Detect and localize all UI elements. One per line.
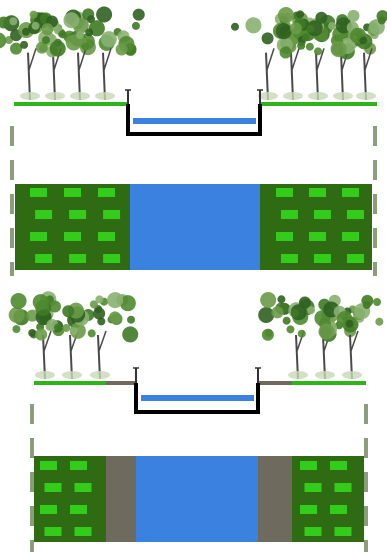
section-view-2 xyxy=(8,291,384,414)
vegetation-patch xyxy=(330,461,347,470)
vegetation-patch xyxy=(304,483,322,492)
vegetation-patch xyxy=(35,210,53,219)
bank-strip-left xyxy=(106,456,136,542)
vegetation-patch xyxy=(98,188,115,197)
vegetation-patch xyxy=(44,527,62,536)
vegetation-patch xyxy=(313,210,331,219)
vegetation-strip-right xyxy=(292,456,364,542)
vegetation-patch xyxy=(334,483,352,492)
vegetation-patch xyxy=(342,232,359,241)
tree-icon xyxy=(63,6,145,101)
vegetation-patch xyxy=(44,483,62,492)
vegetation-patch xyxy=(334,527,352,536)
vegetation-patch xyxy=(309,232,326,241)
vegetation-patch xyxy=(330,505,347,514)
vegetation-patches-right xyxy=(300,461,352,536)
bank-strip-right xyxy=(258,456,292,542)
vegetation-patch xyxy=(313,254,331,263)
vegetation-patch xyxy=(69,210,87,219)
channel-section xyxy=(126,104,262,136)
vegetation-patch xyxy=(300,505,317,514)
section-view-1 xyxy=(0,6,387,136)
river-plan xyxy=(130,184,260,270)
panel-with-buffer xyxy=(0,276,387,552)
vegetation-patch xyxy=(69,254,87,263)
vegetation-patch xyxy=(346,210,364,219)
vegetation-patch xyxy=(74,527,92,536)
vegetation-patches-left xyxy=(30,188,121,263)
vegetation-patch xyxy=(74,483,92,492)
plan-view-2 xyxy=(34,456,364,542)
tree-cluster-left xyxy=(8,291,139,380)
tree-cluster-left xyxy=(0,6,145,101)
bank-post-right xyxy=(255,367,261,383)
vegetation-patches-right xyxy=(276,188,364,263)
vegetation-patch xyxy=(304,527,322,536)
vegetation-patch xyxy=(30,232,47,241)
tree-icon xyxy=(318,294,384,380)
vegetation-patch xyxy=(346,254,364,263)
tree-cluster-right xyxy=(231,7,387,101)
panel-without-buffer xyxy=(0,6,387,276)
vegetation-patch xyxy=(309,188,326,197)
plan-view-1 xyxy=(15,184,372,270)
bank-post-left xyxy=(133,367,139,383)
vegetation-patch xyxy=(64,188,81,197)
panel-2-svg xyxy=(8,291,384,552)
bank-post-right xyxy=(257,89,263,104)
vegetation-patch xyxy=(276,232,293,241)
tree-icon xyxy=(62,292,139,380)
panel-1-svg xyxy=(0,6,387,276)
vegetation-patch xyxy=(280,254,298,263)
tree-cluster-right xyxy=(258,291,384,380)
vegetation-patch xyxy=(40,461,57,470)
vegetation-patch xyxy=(276,188,293,197)
vegetation-patch xyxy=(98,232,115,241)
vegetation-patch xyxy=(35,254,53,263)
vegetation-patch xyxy=(103,210,121,219)
bank-post-left xyxy=(125,89,131,104)
vegetation-patch xyxy=(342,188,359,197)
vegetation-patches-left xyxy=(40,461,92,536)
river-plan xyxy=(136,456,258,542)
vegetation-patch xyxy=(40,505,57,514)
vegetation-patch xyxy=(30,188,47,197)
vegetation-patch xyxy=(64,232,81,241)
vegetation-patch xyxy=(70,461,87,470)
vegetation-patch xyxy=(70,505,87,514)
vegetation-patch xyxy=(103,254,121,263)
vegetation-patch xyxy=(280,210,298,219)
tree-icon xyxy=(330,10,387,101)
channel-section xyxy=(134,383,260,414)
vegetation-patch xyxy=(300,461,317,470)
